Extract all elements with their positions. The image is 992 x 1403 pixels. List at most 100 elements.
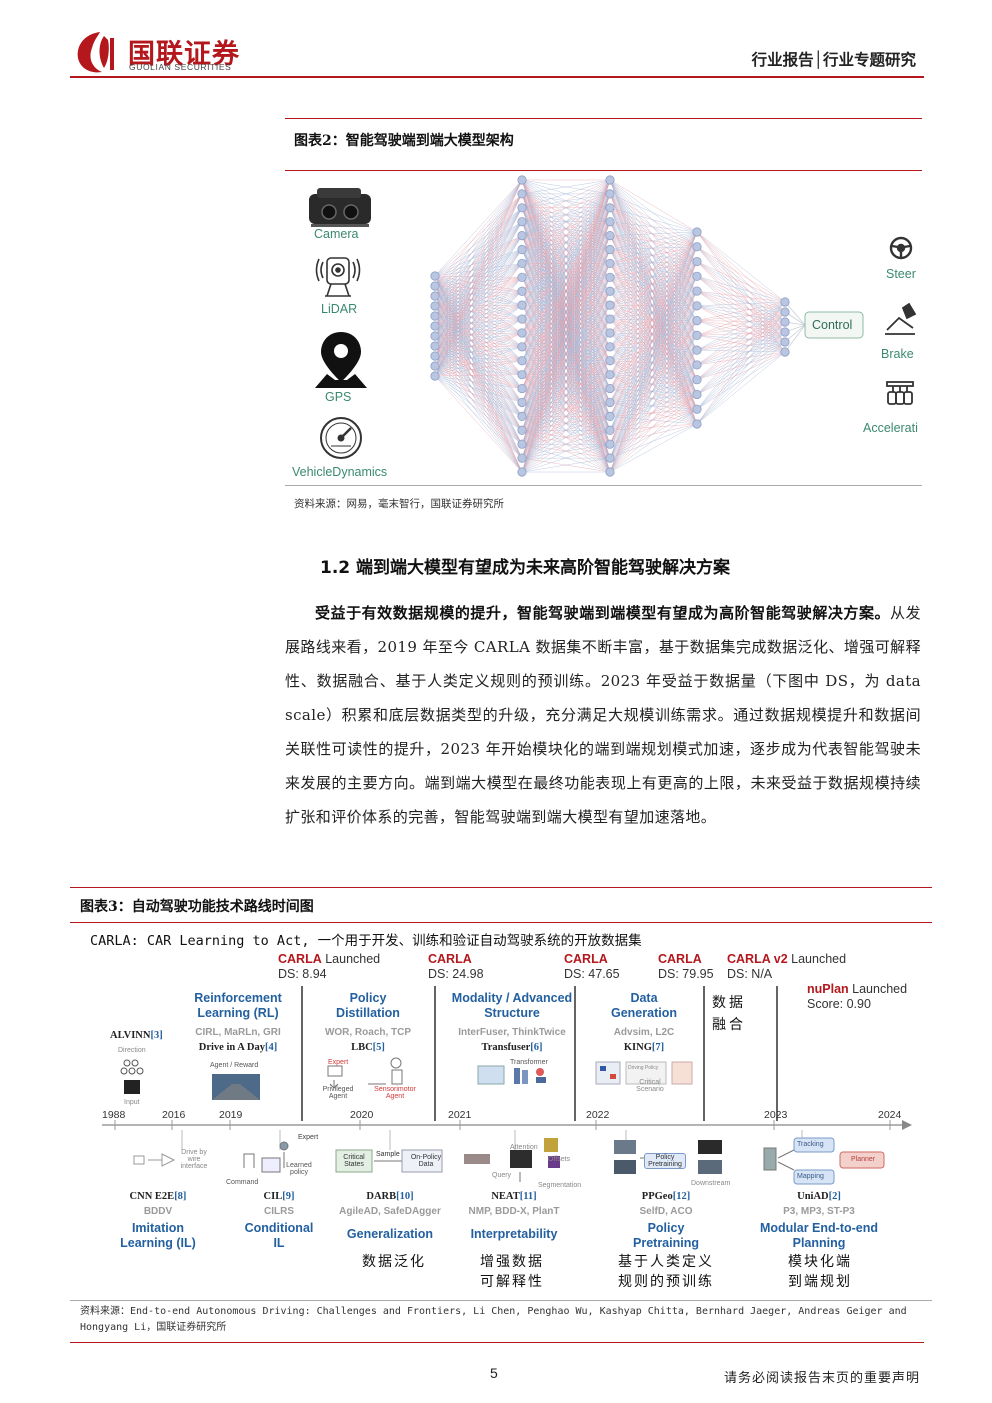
carla-name: CARLA: [428, 952, 472, 966]
nn-edge: [609, 290, 698, 348]
nn-node: [430, 361, 440, 371]
topic-data-generation: Data Generation Advsim, L2C KING[7]: [600, 991, 688, 1055]
nn-edge: [609, 276, 698, 292]
nn-edge: [434, 345, 523, 417]
nn-edge: [434, 335, 523, 417]
nn-edge: [609, 261, 698, 375]
topic-methods: NMP, BDD-X, PlanT: [468, 1206, 560, 1217]
king-critical-scenario: Critical Scenario: [636, 1079, 664, 1093]
topic-ref: NEAT[11]: [458, 1189, 570, 1204]
nn-edge: [609, 277, 698, 380]
topic-methods: InterFuser, ThinkTwice: [458, 1027, 566, 1038]
brake-pedal-icon: [885, 302, 917, 335]
nn-node: [430, 291, 440, 301]
nn-edge: [609, 318, 698, 380]
nn-edge: [609, 374, 698, 380]
bottom-topic-cil: CIL[9] CILRS Conditional IL: [234, 1189, 324, 1251]
nn-node: [517, 467, 527, 477]
nn-edge: [521, 291, 611, 473]
input-label-gps: GPS: [325, 390, 352, 404]
topic-title: Interpretability: [470, 1227, 558, 1241]
nn-edge: [609, 291, 698, 336]
nn-edge: [609, 305, 698, 375]
nn-edge: [609, 231, 698, 334]
year-2023: 2023: [764, 1109, 788, 1121]
nn-node: [517, 425, 527, 435]
nn-edge: [434, 235, 523, 347]
nn-edge: [434, 346, 523, 357]
nn-node: [605, 370, 615, 380]
nn-edge: [434, 335, 523, 375]
nn-edge: [696, 341, 786, 425]
nn-edge: [609, 394, 698, 445]
topic-ref: KING[7]: [600, 1040, 688, 1055]
ref-num: [12]: [672, 1191, 691, 1202]
nn-edge: [609, 388, 698, 395]
nuplan-name: nuPlan: [807, 982, 849, 996]
nuplan-score: Score: 0.90: [807, 997, 871, 1011]
nn-edge: [609, 335, 698, 389]
nn-edge: [434, 249, 523, 347]
nn-edge: [609, 277, 698, 351]
nn-edge: [609, 394, 698, 473]
nn-edge: [521, 179, 611, 459]
nn-edge: [521, 179, 611, 403]
nn-edge: [609, 364, 698, 403]
nn-edge: [609, 364, 698, 431]
nn-node: [692, 301, 702, 311]
nn-node: [517, 314, 527, 324]
nn-edge: [609, 221, 698, 262]
nn-node: [692, 256, 702, 267]
nn-edge: [609, 179, 698, 247]
nn-node: [692, 404, 702, 414]
input-label-lidar: LiDAR: [321, 302, 358, 316]
camera-icon: [309, 188, 371, 227]
nn-edge: [434, 221, 523, 317]
nn-edge: [434, 375, 523, 431]
nn-edge: [609, 320, 698, 334]
nn-edge: [609, 320, 698, 417]
nn-edge: [434, 207, 523, 357]
topic-modality: Modality / Advanced Structure InterFuser…: [448, 991, 576, 1055]
nn-node: [430, 311, 440, 321]
nn-edge: [609, 305, 698, 320]
year-2019: 2019: [219, 1109, 243, 1121]
nn-edge: [434, 355, 523, 417]
nn-edge: [609, 291, 698, 321]
nn-edge: [609, 335, 698, 431]
nn-edge: [609, 374, 698, 425]
cn-label-interpretability: 增强数据可解释性: [480, 1254, 544, 1290]
nn-node: [517, 300, 527, 310]
nn-edge: [434, 179, 523, 287]
nn-edge: [609, 379, 698, 389]
nn-edge: [609, 276, 698, 320]
nn-edge: [609, 277, 698, 395]
nn-edge: [609, 291, 698, 410]
nn-edge: [609, 235, 698, 262]
ref-num: [9]: [282, 1191, 295, 1202]
nn-edge: [521, 179, 611, 389]
nn-edge: [609, 246, 698, 292]
ref-num: [7]: [651, 1042, 665, 1053]
nn-node: [605, 383, 615, 394]
nn-edge: [609, 261, 698, 473]
nn-node: [517, 328, 527, 338]
nn-edge: [609, 246, 698, 473]
nn-edge: [609, 246, 698, 264]
nn-node: [692, 330, 702, 340]
nn-edge: [521, 179, 611, 209]
nn-edge: [434, 315, 523, 375]
nn-edge: [609, 277, 698, 410]
nn-edge: [609, 231, 698, 361]
nn-edge: [696, 231, 786, 313]
nn-node: [605, 175, 615, 185]
nn-edge: [609, 261, 698, 264]
topic-methods: Advsim, L2C: [613, 1027, 675, 1038]
nn-edge: [696, 305, 786, 313]
input-label-vehicle-dynamics: VehicleDynamics: [292, 465, 388, 479]
nn-node: [430, 341, 440, 351]
nn-edge: [696, 321, 786, 380]
nn-edge: [609, 291, 698, 366]
